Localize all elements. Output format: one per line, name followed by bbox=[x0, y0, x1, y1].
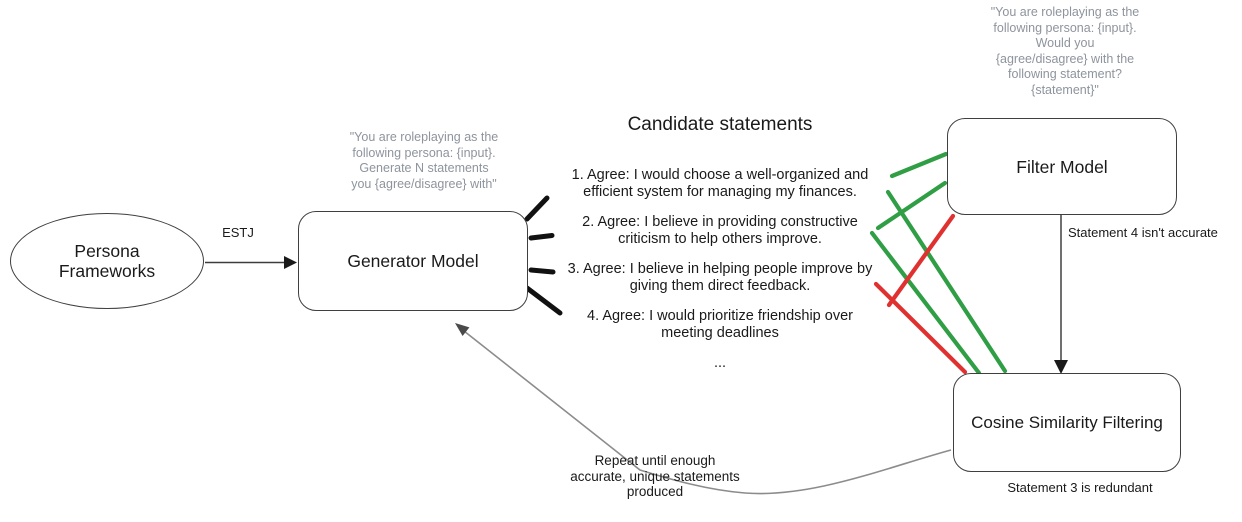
estj-arrow bbox=[205, 256, 297, 269]
cosine-filtering-node: Cosine Similarity Filtering bbox=[953, 373, 1181, 472]
persona-frameworks-label: Persona Frameworks bbox=[58, 241, 156, 281]
filter-to-cosine-arrow bbox=[1054, 215, 1068, 374]
generator-model-label: Generator Model bbox=[347, 251, 479, 271]
filter-note-label: Statement 4 isn't accurate bbox=[1068, 225, 1218, 240]
generator-model-node: Generator Model bbox=[298, 211, 528, 311]
generator-fan-strokes bbox=[524, 195, 563, 316]
rejected-links bbox=[873, 213, 968, 375]
estj-edge-label: ESTJ bbox=[222, 225, 254, 240]
estj-arrowhead-icon bbox=[284, 256, 297, 269]
candidate-statement-2: 2. Agree: I believe in providing constru… bbox=[582, 214, 858, 247]
fan-stroke-1 bbox=[524, 195, 550, 222]
green-link-stmt1-cosine bbox=[885, 189, 1008, 374]
feedback-arrowhead-icon bbox=[455, 323, 470, 336]
fan-stroke-3 bbox=[528, 267, 556, 275]
green-link-stmt2-cosine bbox=[869, 230, 982, 376]
candidate-statements-title: Candidate statements bbox=[627, 114, 813, 135]
cosine-note-label: Statement 3 is redundant bbox=[1007, 480, 1153, 495]
down-arrowhead-icon bbox=[1054, 360, 1068, 374]
candidate-statements-ellipsis: ... bbox=[713, 355, 727, 371]
candidate-statements-list: 1. Agree: I would choose a well-organize… bbox=[535, 167, 905, 386]
candidate-statement-1: 1. Agree: I would choose a well-organize… bbox=[571, 167, 869, 200]
filter-model-node: Filter Model bbox=[947, 118, 1177, 215]
candidate-statement-4: 4. Agree: I would prioritize friendship … bbox=[587, 308, 853, 341]
filter-prompt-text: "You are roleplaying as the following pe… bbox=[990, 5, 1140, 97]
red-link-stmt3-cosine bbox=[873, 281, 968, 375]
persona-frameworks-node: Persona Frameworks bbox=[10, 213, 204, 309]
repeat-note-label: Repeat until enough accurate, unique sta… bbox=[570, 453, 740, 499]
green-link-stmt2-filter bbox=[875, 180, 948, 231]
green-link-stmt1-filter bbox=[889, 151, 949, 179]
filter-model-label: Filter Model bbox=[1016, 156, 1108, 177]
fan-stroke-4 bbox=[524, 285, 563, 316]
accepted-links bbox=[869, 151, 1008, 376]
candidate-statement-3: 3. Agree: I believe in helping people im… bbox=[567, 261, 873, 294]
red-link-filter-stmt4 bbox=[886, 213, 956, 308]
fan-stroke-2 bbox=[528, 233, 555, 241]
cosine-filtering-label: Cosine Similarity Filtering bbox=[971, 412, 1163, 432]
repeat-feedback-arrow bbox=[455, 323, 952, 495]
generator-prompt-text: "You are roleplaying as the following pe… bbox=[349, 130, 499, 191]
